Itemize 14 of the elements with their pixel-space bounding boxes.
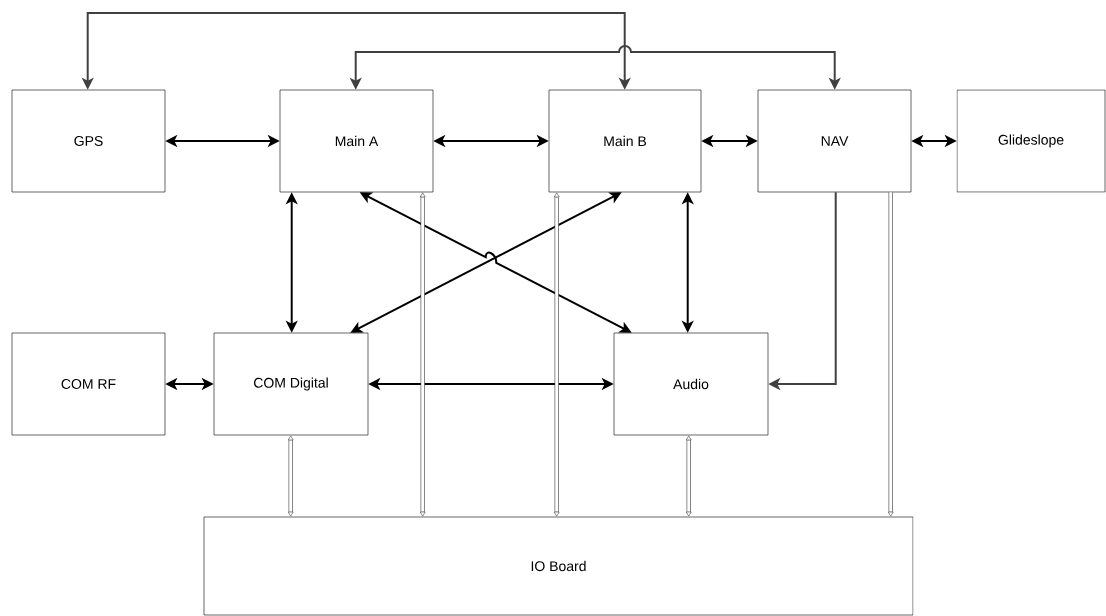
block-box: NAV [757, 89, 912, 193]
bus-arrow [553, 192, 560, 517]
bus-arrow [685, 435, 692, 517]
block-box: COM RF [11, 332, 166, 436]
block-box: GPS [11, 89, 166, 193]
block-box: COM Digital [213, 332, 369, 436]
block-box: Glideslope [956, 89, 1106, 193]
bus-arrow [287, 435, 294, 517]
block-box: Main A [279, 89, 434, 193]
block-box: Audio [613, 332, 769, 436]
block-box: Main B [548, 89, 702, 193]
block-box: IO Board [203, 516, 914, 616]
bus-arrow [419, 192, 426, 517]
bus-arrow [887, 192, 894, 517]
